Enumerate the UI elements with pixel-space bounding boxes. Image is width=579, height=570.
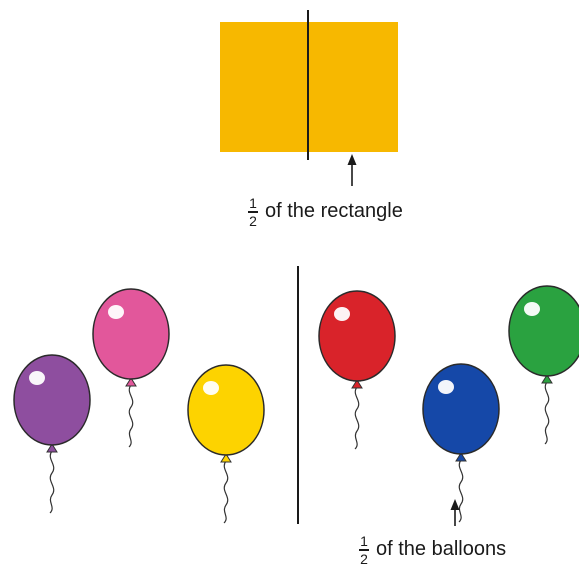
- balloon-right-1: [318, 290, 396, 450]
- one-half-fraction: 1 2: [359, 534, 369, 566]
- balloon-left-1: [13, 354, 91, 514]
- one-half-fraction: 1 2: [248, 196, 258, 228]
- balloon-string: [354, 386, 360, 450]
- fraction-denominator: 2: [360, 550, 368, 567]
- balloon-string: [223, 460, 229, 524]
- balloon-highlight: [438, 380, 454, 394]
- balloon-knot: [220, 453, 232, 463]
- balloon-highlight: [29, 371, 45, 385]
- balloon-body: [92, 288, 170, 380]
- balloon-body: [13, 354, 91, 446]
- rectangle-pointer-arrow: [347, 154, 357, 186]
- balloon-string: [544, 381, 550, 445]
- balloon-knot: [455, 452, 467, 462]
- balloon-body: [318, 290, 396, 382]
- rectangle-caption: of the rectangle: [265, 200, 403, 223]
- balloon-highlight: [108, 305, 124, 319]
- fraction-bar: [359, 549, 369, 551]
- balloon-knot: [351, 379, 363, 389]
- balloon-highlight: [524, 302, 540, 316]
- balloon-body: [187, 364, 265, 456]
- balloon-body: [508, 285, 579, 377]
- balloon-string: [128, 384, 134, 448]
- balloons-half-label: 1 2 of the balloons: [359, 534, 506, 566]
- balloon-highlight: [203, 381, 219, 395]
- fraction-numerator: 1: [360, 533, 368, 549]
- fraction-bar: [248, 211, 258, 213]
- balloon-highlight: [334, 307, 350, 321]
- balloon-left-2: [92, 288, 170, 448]
- balloon-right-2: [422, 363, 500, 523]
- rectangle-half-label: 1 2 of the rectangle: [248, 196, 403, 228]
- balloon-body: [422, 363, 500, 455]
- fraction-numerator: 1: [249, 195, 257, 211]
- balloon-string: [49, 450, 55, 514]
- balloons-group: [13, 285, 579, 524]
- fraction-denominator: 2: [249, 212, 257, 229]
- balloon-knot: [541, 374, 553, 384]
- balloon-string: [458, 459, 464, 523]
- balloon-right-3: [508, 285, 579, 445]
- balloons-caption: of the balloons: [376, 538, 507, 561]
- balloons-pointer-arrow: [450, 499, 460, 526]
- balloon-knot: [46, 443, 58, 453]
- balloon-knot: [125, 377, 137, 387]
- balloon-left-3: [187, 364, 265, 524]
